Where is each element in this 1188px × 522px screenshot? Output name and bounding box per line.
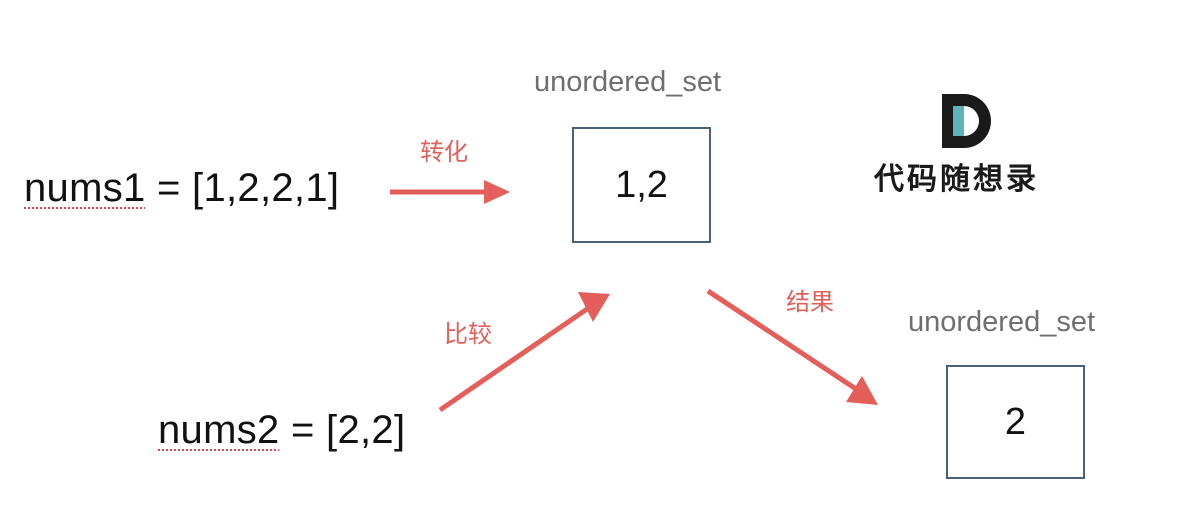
nums2-expression: nums2 = [2,2] [158, 408, 405, 453]
logo-text: 代码随想录 [874, 162, 1039, 197]
set1-value: 1,2 [615, 163, 668, 206]
set2-label: unordered_set [908, 306, 1096, 338]
nums1-expression: nums1 = [1,2,2,1] [24, 166, 339, 211]
set2-value: 2 [1004, 400, 1027, 443]
nums2-values: = [2,2] [279, 408, 406, 452]
convert-label: 转化 [420, 139, 468, 166]
result-label: 结果 [786, 289, 834, 316]
nums1-values: = [1,2,2,1] [145, 166, 340, 210]
nums1-variable: nums1 [24, 166, 146, 210]
nums2-variable: nums2 [158, 408, 280, 452]
set2-box: 2 [946, 365, 1085, 479]
set1-box: 1,2 [572, 127, 711, 243]
logo: 代码随想录 [872, 94, 1056, 198]
convert-arrow [390, 180, 510, 204]
d-logo-icon [942, 94, 991, 148]
compare-arrow [438, 292, 610, 413]
set1-label: unordered_set [534, 66, 722, 98]
compare-label: 比较 [444, 321, 492, 348]
